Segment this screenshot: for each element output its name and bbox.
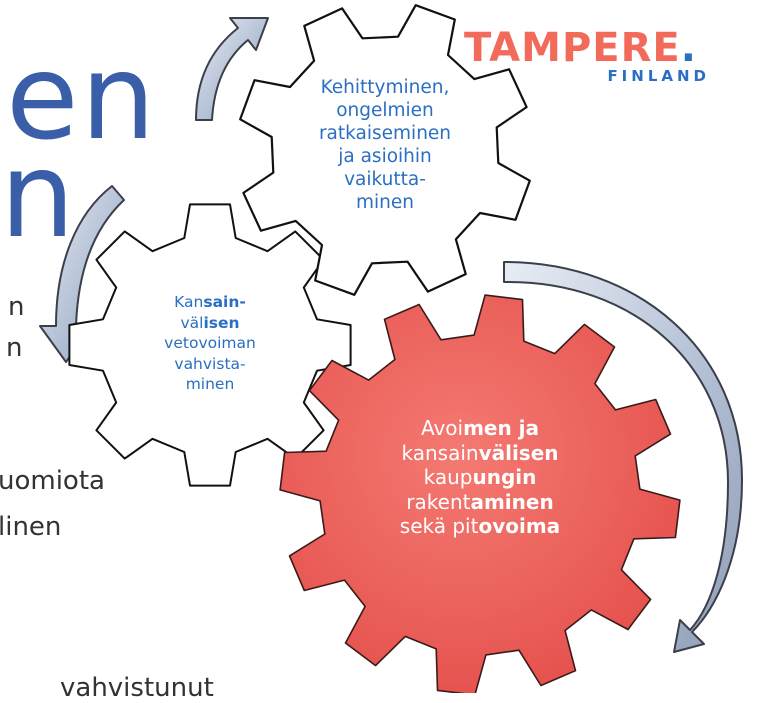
gear-red-text-run: ungin bbox=[472, 465, 537, 489]
gear-red-text-run: aminen bbox=[470, 489, 554, 514]
gear-red-text-run: ovoima bbox=[478, 514, 561, 538]
gear-red bbox=[279, 294, 681, 693]
gear-red-text-run: kansain bbox=[401, 440, 479, 465]
body-fragment-2: n bbox=[6, 333, 23, 363]
arrow-right bbox=[503, 261, 743, 653]
logo-subtitle: FINLAND bbox=[607, 67, 710, 85]
gear-red-line: Avoimen ja bbox=[380, 416, 580, 441]
gear-left-text-run: vetovoiman bbox=[164, 334, 256, 352]
gear-red-text-run: men ja bbox=[463, 416, 540, 440]
logo-dot: . bbox=[680, 25, 697, 71]
gear-top-line: minen bbox=[356, 192, 414, 213]
gear-left-shape bbox=[68, 203, 352, 487]
gear-red-text-run: sekä pit bbox=[399, 514, 479, 538]
gear-top-line: ongelmien bbox=[336, 100, 434, 121]
gear-left-text-run: Kan bbox=[174, 293, 204, 311]
gear-top-line: ratkaiseminen bbox=[318, 123, 452, 144]
gear-left-text-run: väl bbox=[180, 313, 204, 332]
gear-red-text-run: Avoi bbox=[420, 416, 464, 440]
gear-left-line: välisen bbox=[145, 313, 275, 334]
gear-red-line: rakentaminen bbox=[380, 490, 580, 515]
logo-wordmark: TAMPERE bbox=[464, 25, 681, 71]
gear-red-line: sekä pitovoima bbox=[380, 514, 580, 539]
gear-top-line: vaikutta- bbox=[344, 169, 426, 190]
gear-left-text-run: vahvista- bbox=[174, 354, 246, 373]
gear-top-label: Kehittyminen, ongelmien ratkaiseminen ja… bbox=[300, 76, 470, 214]
gear-left-line: Kansain- bbox=[145, 292, 275, 313]
gear-left-text-run: isen bbox=[203, 313, 240, 332]
gear-top-shape bbox=[239, 4, 531, 296]
gear-left-line: vahvista- bbox=[145, 354, 275, 375]
gear-red-shape bbox=[279, 294, 681, 693]
body-fragment-3: uomiota bbox=[0, 466, 105, 496]
gear-left bbox=[68, 203, 352, 487]
gear-red-text-run: rakent bbox=[406, 489, 471, 514]
gear-red-line: kansainvälisen bbox=[380, 441, 580, 466]
tampere-logo: TAMPERE. FINLAND bbox=[464, 28, 724, 84]
heading-fragment-1: en bbox=[6, 28, 158, 166]
gear-left-line: minen bbox=[145, 374, 275, 395]
heading-fragment-2: n bbox=[0, 126, 77, 264]
gear-red-text-run: kaup bbox=[423, 465, 473, 489]
gear-top-line: ja asioihin bbox=[338, 146, 432, 167]
gear-left-text-run: minen bbox=[185, 375, 235, 393]
gear-top-line: Kehittyminen, bbox=[320, 77, 450, 98]
body-fragment-1: n bbox=[8, 292, 25, 322]
gear-red-text-run: välisen bbox=[478, 440, 559, 465]
gear-left-line: vetovoiman bbox=[145, 333, 275, 354]
gear-top bbox=[239, 4, 531, 296]
gear-red-line: kaupungin bbox=[380, 465, 580, 490]
arrow-top-left bbox=[195, 17, 269, 121]
arrow-left bbox=[39, 185, 125, 363]
body-fragment-4: linen bbox=[0, 512, 62, 542]
gear-left-text-run: sain- bbox=[203, 293, 246, 311]
